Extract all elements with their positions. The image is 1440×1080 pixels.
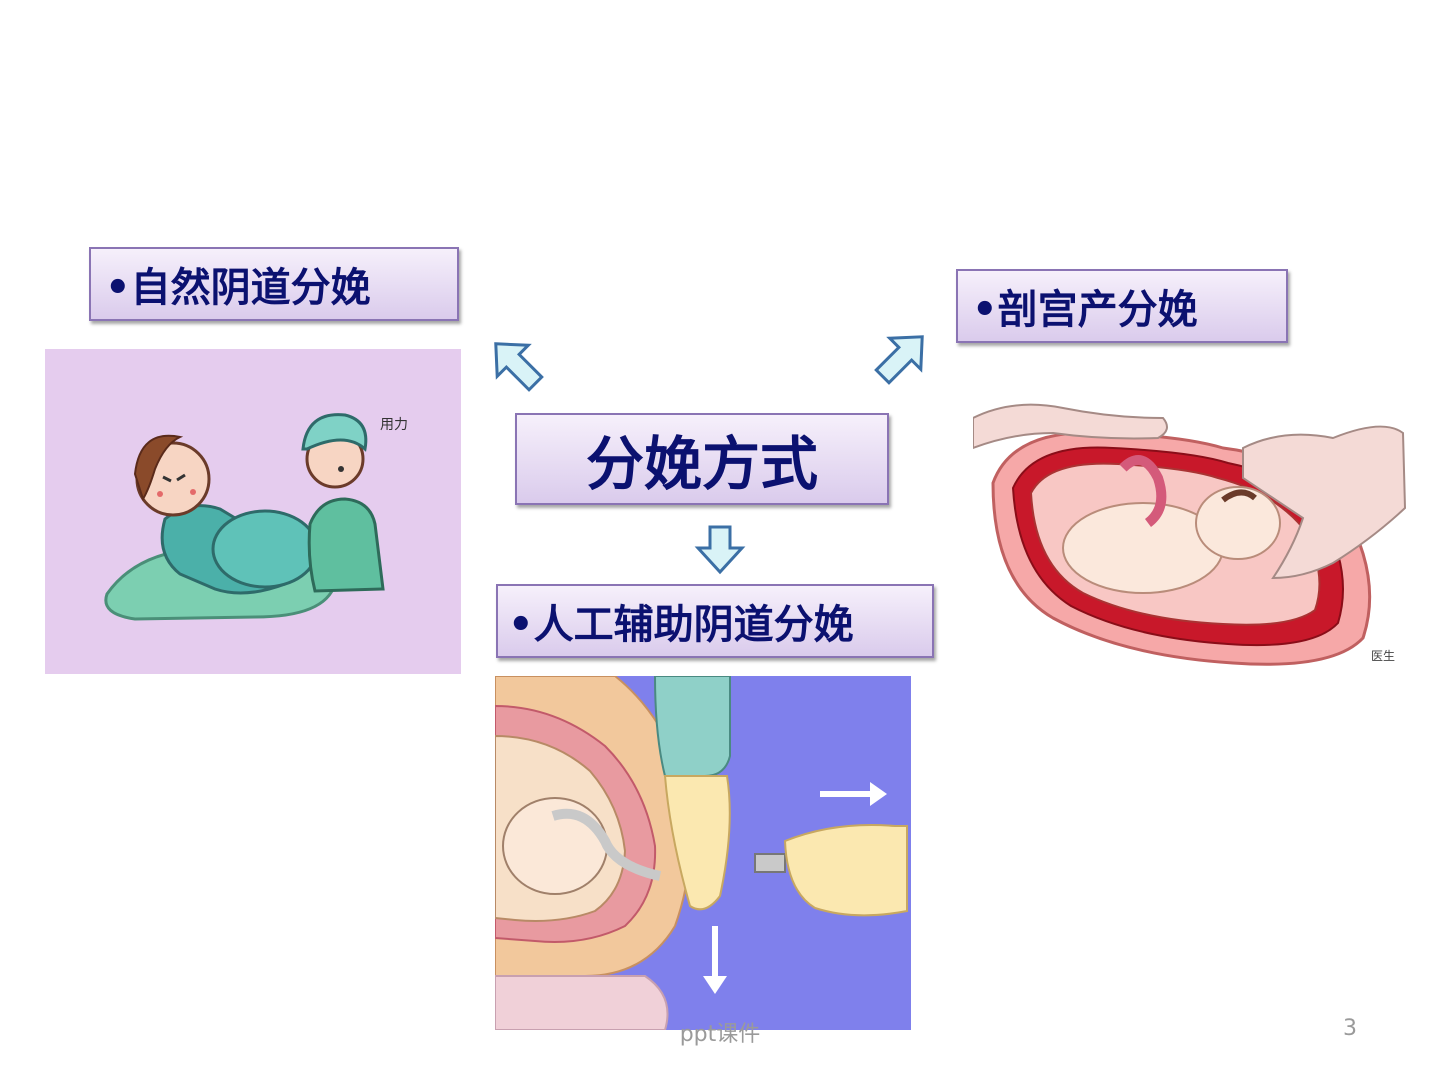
label-assisted-delivery: •人工辅助阴道分娩: [496, 584, 934, 658]
cesarean-illustration: 医生: [973, 388, 1413, 674]
center-title-box: 分娩方式: [515, 413, 889, 505]
label-natural-delivery: •自然阴道分娩: [89, 247, 459, 321]
arrow-up-right-icon: [874, 335, 924, 385]
label-cesarean-delivery: •剖宫产分娩: [956, 269, 1288, 343]
label-natural-delivery-text: •自然阴道分娩: [105, 265, 371, 311]
label-cesarean-delivery-text: •剖宫产分娩: [972, 287, 1198, 333]
arrow-down-icon: [694, 525, 746, 575]
cesarean-watermark: 医生: [1371, 649, 1395, 663]
footer-text: ppt课件: [679, 1022, 761, 1047]
natural-delivery-illustration: 用力: [45, 349, 461, 674]
natural-caption: 用力: [380, 417, 408, 433]
label-assisted-delivery-text: •人工辅助阴道分娩: [508, 602, 854, 648]
page-number: 3: [1343, 1016, 1357, 1041]
arrow-up-left-icon: [494, 342, 544, 392]
assisted-delivery-illustration: [495, 676, 911, 1030]
center-title: 分娩方式: [585, 430, 818, 498]
